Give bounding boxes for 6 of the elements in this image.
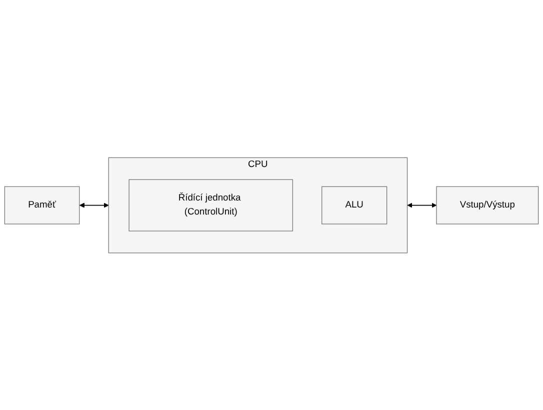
arrow bbox=[407, 202, 437, 208]
node-box: ALU bbox=[322, 186, 388, 224]
node-box: Paměť bbox=[4, 186, 80, 224]
arrow bbox=[79, 202, 109, 208]
node-box: Vstup/Výstup bbox=[436, 186, 539, 224]
node-box: Řídící jednotka (ControlUnit) bbox=[128, 179, 293, 231]
